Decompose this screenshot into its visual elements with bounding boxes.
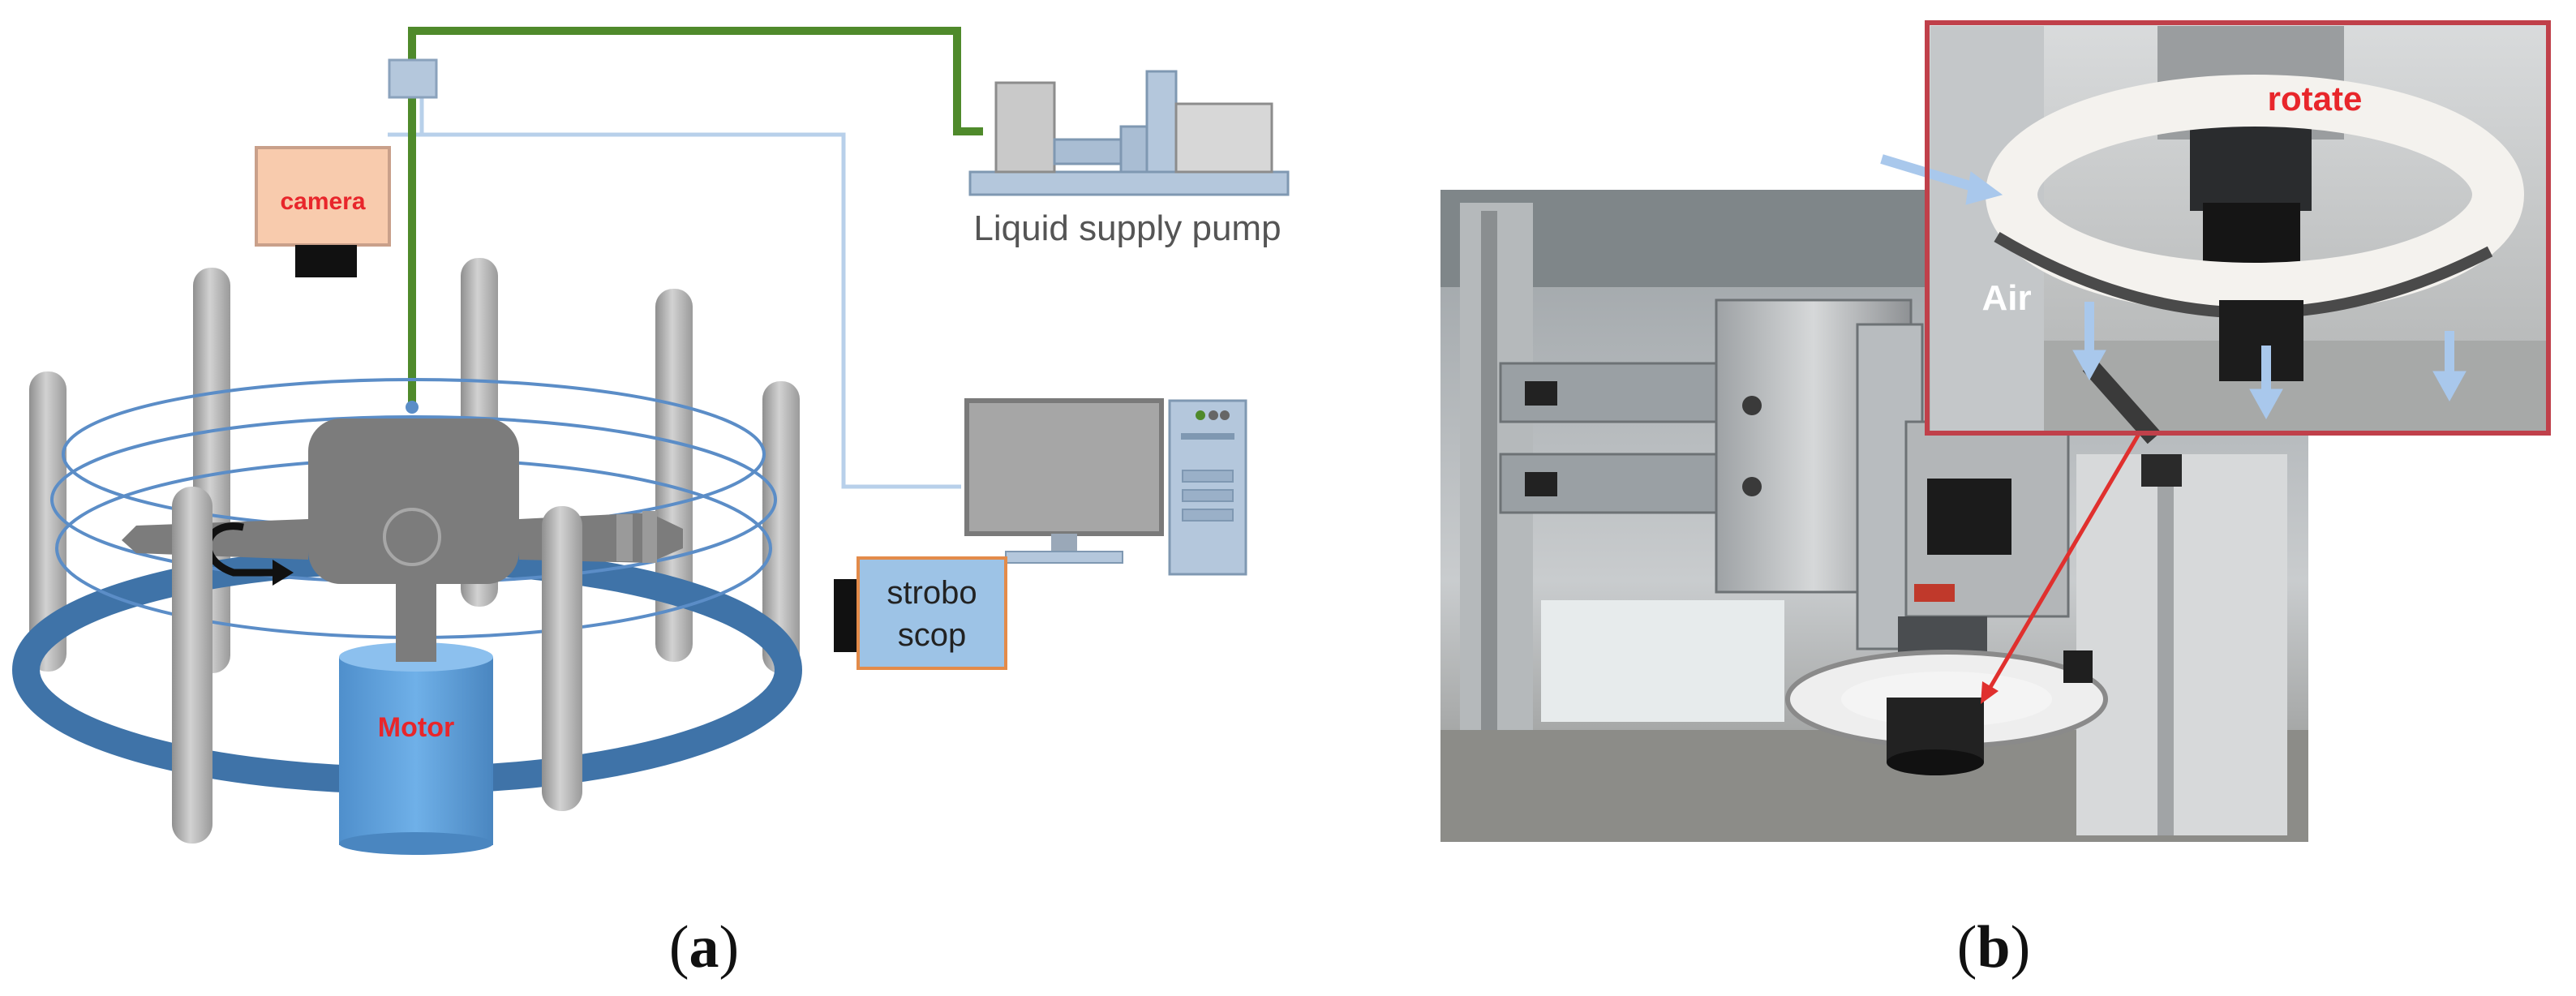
rotate-label: rotate: [2268, 79, 2363, 118]
liquid-supply-pump-label: Liquid supply pump: [973, 208, 1281, 248]
spray-ring: [1986, 75, 2524, 315]
panel-a-schematic: camera Liquid supply pump: [12, 27, 1290, 981]
signal-cables: [388, 97, 961, 489]
hub-circle: [383, 508, 441, 566]
camera-label: camera: [280, 188, 365, 215]
motor-shaft: [396, 573, 436, 662]
zoom-inset: rotate Air: [1880, 20, 2551, 444]
panel-b-photo: rotate Air (b): [1440, 20, 2551, 981]
pipe-junction-box: [388, 58, 438, 99]
monitor: [964, 398, 1164, 536]
liquid-supply-pipe: [408, 27, 983, 406]
apparatus-photo: [1440, 190, 2308, 842]
strobo-lamp: [834, 579, 860, 652]
computer: [964, 398, 1247, 576]
support-posts-front: [172, 487, 582, 844]
strobo-box: [857, 556, 1007, 670]
strobo-label-line2: scop: [898, 617, 967, 653]
stroboscope: strobo scop: [834, 556, 1007, 670]
motor: Motor: [339, 642, 493, 855]
camera-lens: [295, 245, 357, 277]
inset-border: [1925, 20, 2551, 436]
motor-label: Motor: [378, 712, 454, 743]
strobo-label-line1: strobo: [887, 575, 977, 611]
caption-b: (b): [1957, 914, 2030, 981]
air-label: Air: [1981, 278, 2031, 318]
camera-body: [255, 146, 391, 247]
caption-a: (a): [669, 914, 739, 981]
liquid-supply-pump: Liquid supply pump: [968, 70, 1290, 248]
pc-tower: [1168, 399, 1247, 576]
zoom-leader-line: [1985, 428, 2144, 694]
camera: camera: [255, 146, 391, 277]
rotating-head: [308, 419, 519, 584]
